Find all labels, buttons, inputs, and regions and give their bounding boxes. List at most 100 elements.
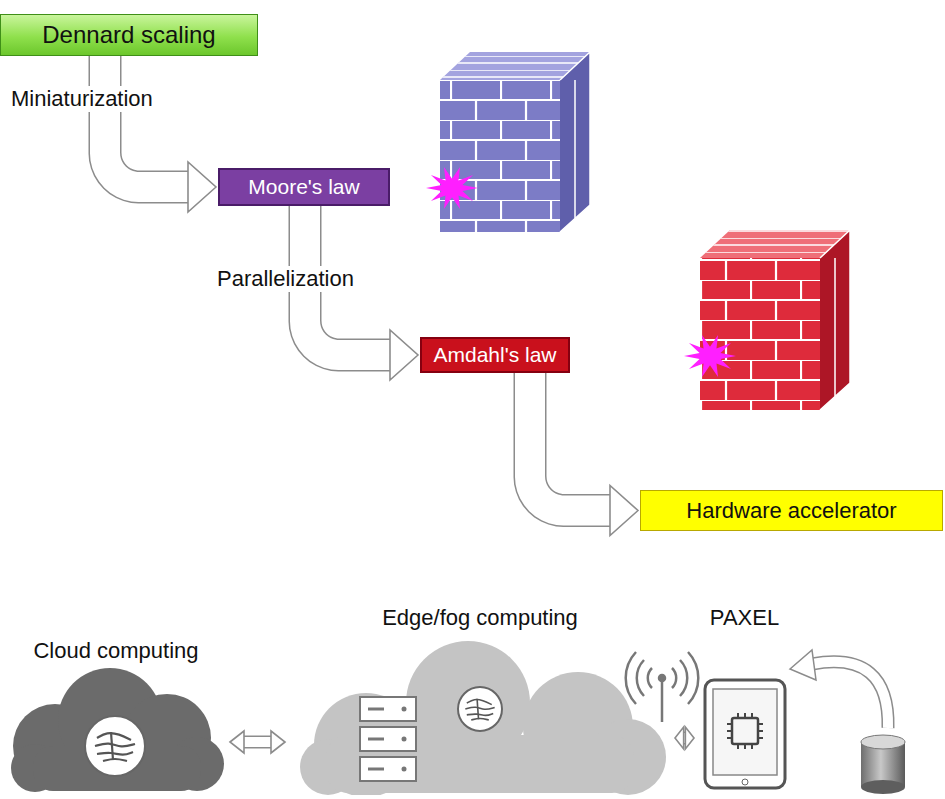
brick-wall: [700, 258, 820, 410]
arrow-shaft: [105, 56, 190, 187]
tablet-shape: [705, 680, 785, 788]
arrow-shaft: [530, 373, 612, 511]
chip-icon: [744, 744, 746, 749]
brain-icon: [465, 707, 494, 709]
brain-icon: [467, 713, 493, 715]
device-node-outline: [697, 605, 792, 790]
brain-icon: [477, 699, 478, 720]
cloud-node: Cloud computing: [5, 638, 227, 795]
flow-arrow: [105, 56, 216, 212]
brain-icon: [467, 700, 492, 705]
wireless-signal: [626, 652, 699, 722]
process-box: Hardware accelerator: [640, 490, 943, 531]
wireless-signal: [672, 668, 676, 688]
edge-node-outline: [288, 605, 672, 795]
database-cylinder: [861, 735, 905, 794]
arrow-head: [610, 486, 638, 536]
brick-wall: [440, 80, 560, 232]
wireless-signal: [661, 680, 664, 722]
arrow-head: [230, 731, 244, 753]
wireless-signal: [648, 668, 652, 688]
node-heading: Edge/fog computing: [288, 605, 672, 631]
chip-icon: [758, 723, 763, 725]
chip-icon: [751, 713, 753, 718]
box-label: Hardware accelerator: [686, 498, 896, 524]
device-node: PAXEL: [697, 605, 792, 790]
brick-wall: [560, 52, 590, 232]
arrow-head: [675, 727, 684, 749]
brick-wall: [820, 230, 850, 410]
brick-wall: [820, 230, 850, 410]
chip-icon: [737, 713, 739, 718]
database-cylinder: [861, 735, 905, 749]
upload-arrow: [790, 650, 816, 680]
chip-icon: [758, 730, 763, 732]
process-box: Dennard scaling: [0, 14, 258, 56]
impact-burst: [426, 167, 478, 209]
server-icon: [402, 737, 407, 742]
server-icon: [360, 727, 416, 751]
brain-icon: [458, 687, 502, 731]
edge-label: Parallelization: [214, 266, 357, 292]
box-label: Amdahl's law: [433, 343, 556, 367]
brick-wall: [700, 230, 850, 410]
brick-wall: [440, 52, 590, 232]
upload-arrow: [790, 650, 888, 728]
arrow-head: [685, 727, 694, 749]
server-icon: [402, 767, 407, 772]
process-box: Amdahl's law: [420, 337, 570, 373]
chip-icon: [744, 713, 746, 718]
upload-arrow: [812, 662, 888, 728]
brain-icon: [97, 752, 133, 755]
chip-icon: [751, 744, 753, 749]
wireless-signal: [659, 675, 665, 681]
wireless-signal: [637, 660, 644, 696]
brain-icon: [103, 759, 127, 761]
brain-icon: [111, 732, 113, 760]
process-box: Moore's law: [218, 168, 390, 206]
arrow-shaft: [243, 736, 272, 749]
server-icon: [368, 768, 384, 771]
chip-icon: [727, 730, 732, 732]
brick-wall: [440, 80, 560, 232]
arrow-head: [390, 330, 418, 380]
brain-icon: [85, 716, 145, 776]
tablet-screen: [713, 689, 777, 775]
arrow-shaft: [243, 737, 272, 747]
upload-arrow: [812, 662, 888, 728]
brain-icon: [97, 733, 131, 740]
box-label: Moore's law: [248, 175, 359, 199]
server-icon: [360, 697, 416, 721]
chip-icon: [737, 744, 739, 749]
server-icon: [360, 757, 416, 781]
wireless-signal: [680, 660, 687, 696]
chip-icon: [727, 723, 732, 725]
brick-wall: [560, 52, 590, 232]
flow-arrow: [530, 373, 638, 536]
wireless-signal: [626, 652, 636, 704]
flow-arrow: [230, 731, 285, 753]
arrow-head: [188, 162, 216, 212]
flow-arrow: [305, 206, 418, 380]
brain-icon: [95, 744, 135, 747]
server-icon: [402, 707, 407, 712]
chip-icon: [758, 737, 763, 739]
database-cylinder: [861, 780, 905, 794]
chip-icon: [732, 718, 758, 744]
arrow-shaft: [530, 373, 612, 511]
arrow-head: [271, 731, 285, 753]
brick-wall: [700, 258, 820, 410]
chip-icon: [727, 737, 732, 739]
node-heading: PAXEL: [697, 605, 792, 631]
flow-arrow: [675, 727, 694, 749]
arrow-shaft: [105, 56, 190, 187]
edge-label: Miniaturization: [8, 86, 156, 112]
tablet-button: [742, 779, 748, 785]
wireless-signal: [688, 652, 698, 704]
server-icon: [368, 738, 384, 741]
box-label: Dennard scaling: [42, 21, 215, 49]
server-icon: [368, 708, 384, 711]
impact-burst: [426, 167, 736, 377]
brain-icon: [471, 719, 489, 720]
